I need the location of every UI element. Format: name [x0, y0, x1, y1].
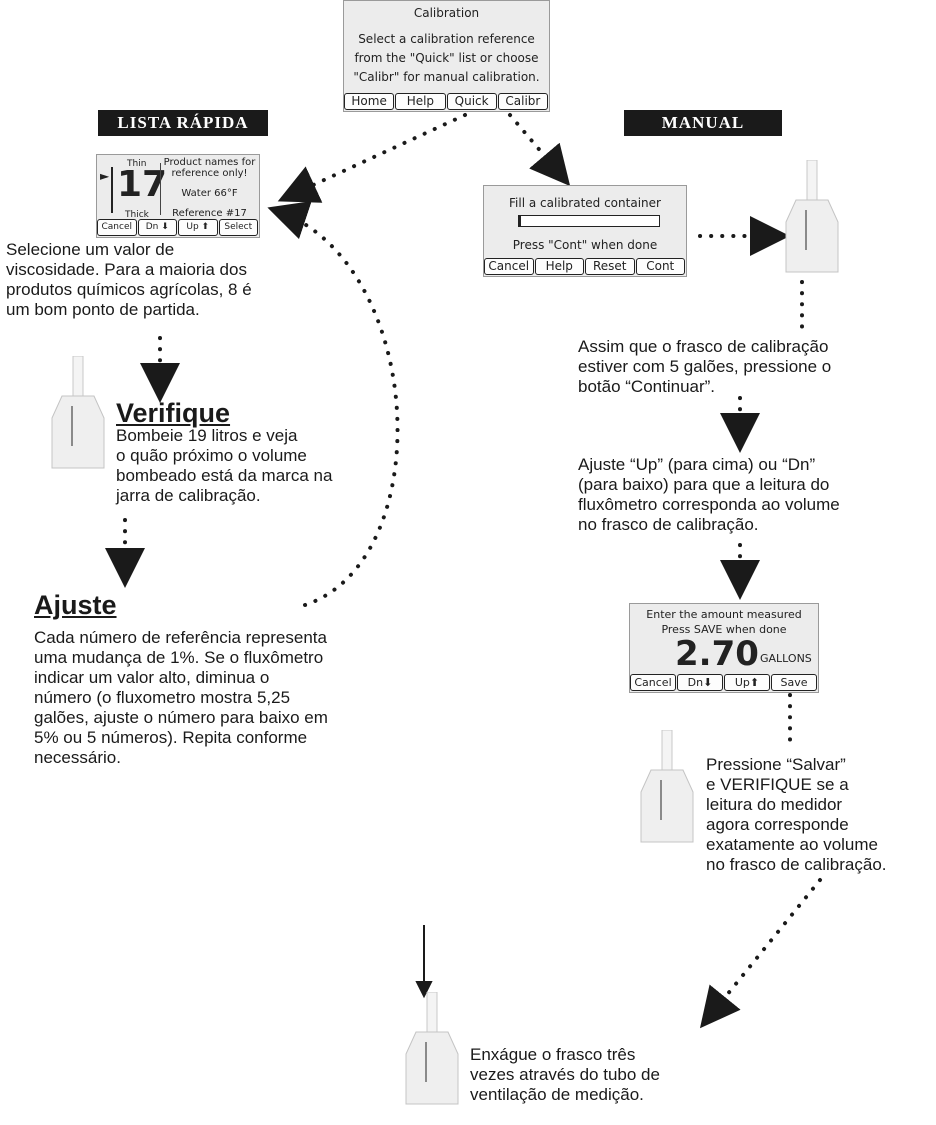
product-note-2: reference only! [171, 168, 248, 179]
text-line: Enxágue o frasco três [470, 1045, 636, 1064]
text-line: vezes através do tubo de [470, 1065, 660, 1084]
header-manual: MANUAL [624, 110, 782, 136]
text-line: no frasco de calibração. [578, 515, 759, 534]
calibration-line-3: "Calibr" for manual calibration. [353, 70, 540, 84]
adjust-text: Cada número de referência representa uma… [34, 628, 328, 768]
select-button[interactable]: Select [218, 219, 258, 236]
text-line: Cada número de referência representa [34, 628, 327, 647]
quick-button[interactable]: Quick [446, 93, 497, 110]
text-line: leitura do medidor [706, 795, 843, 814]
pointer-icon: ► [100, 169, 110, 183]
amount-line-1: Enter the amount measured [646, 608, 802, 621]
text-line: (para baixo) para que a leitura do [578, 475, 830, 494]
water-label: Water 66°F [181, 188, 238, 199]
text-line: Pressione “Salvar” [706, 755, 846, 774]
arrow-save-to-rinse [699, 878, 822, 1029]
select-viscosity-text: Selecione um valor de viscosidade. Para … [6, 240, 252, 320]
save-verify-text: Pressione “Salvar” e VERIFIQUE se a leit… [706, 755, 887, 875]
text-line: agora corresponde [706, 815, 849, 834]
help-button[interactable]: Help [534, 258, 584, 275]
amount-unit: GALLONS [760, 652, 812, 665]
fill-container-screen: Fill a calibrated container Press "Cont"… [483, 185, 687, 277]
text-line: Bombeie 19 litros e veja [116, 426, 298, 445]
calibration-jug-icon [640, 730, 694, 843]
calibration-jug-icon [51, 356, 105, 469]
text-line: 5% ou 5 números). Repita conforme [34, 728, 308, 747]
header-lista-rapida: LISTA RÁPIDA [98, 110, 268, 136]
arrow-calib-to-fill [508, 113, 571, 187]
quick-list-screen: Thin ► 17 Thick Product names for refere… [96, 154, 260, 238]
arrow-calib-to-quick [277, 113, 467, 203]
fill-progress [519, 216, 521, 226]
continue-text: Assim que o frasco de calibração estiver… [578, 337, 831, 397]
calibration-jug-icon [785, 160, 839, 273]
thin-label: Thin [127, 159, 147, 169]
help-button[interactable]: Help [395, 93, 446, 110]
text-line: bombeado está da marca na [116, 466, 333, 485]
home-button[interactable]: Home [344, 93, 395, 110]
verify-text: Bombeie 19 litros e veja o quão próximo … [116, 426, 332, 506]
text-line: um bom ponto de partida. [6, 300, 200, 319]
calibration-screen: Calibration Select a calibration referen… [343, 0, 550, 112]
text-line: indicar um valor alto, diminua o [34, 668, 270, 687]
text-line: o quão próximo o volume [116, 446, 307, 465]
adjust-title: Ajuste [34, 590, 117, 620]
divider [160, 163, 161, 215]
text-line: uma mudança de 1%. Se o fluxômetro [34, 648, 324, 667]
text-line: Assim que o frasco de calibração [578, 337, 829, 356]
text-line: Ajuste “Up” (para cima) ou “Dn” [578, 455, 816, 474]
cancel-button[interactable]: Cancel [97, 219, 137, 236]
reference-label: Reference #17 [172, 208, 247, 219]
arrow-down-head [415, 981, 433, 999]
calibration-jug-icon [405, 992, 459, 1105]
text-line: necessário. [34, 748, 121, 767]
arrow-adjust-loop [267, 201, 400, 607]
text-line: viscosidade. Para a maioria dos [6, 260, 247, 279]
fill-line-2: Press "Cont" when done [512, 238, 658, 252]
text-line: botão “Continuar”. [578, 377, 716, 396]
product-note-1: Product names for [163, 157, 256, 168]
viscosity-scale-icon [111, 167, 113, 213]
text-line: exatamente ao volume [706, 835, 878, 854]
calibration-title: Calibration [413, 6, 480, 20]
text-line: número (o fluxometro mostra 5,25 [34, 688, 291, 707]
text-line: e VERIFIQUE se a [706, 775, 849, 794]
text-line: galões, ajuste o número para baixo em [34, 708, 328, 727]
text-line: jarra de calibração. [116, 486, 261, 505]
verify-title: Verifique [116, 398, 231, 428]
cont-button[interactable]: Cont [635, 258, 685, 275]
amount-value: 2.70 [675, 634, 759, 674]
text-line: estiver com 5 galões, pressione o [578, 357, 832, 376]
text-line: ventilação de medição. [470, 1085, 644, 1104]
calibr-button[interactable]: Calibr [497, 93, 548, 110]
amount-line-2: Press SAVE when done [661, 623, 787, 636]
calibration-line-2: from the "Quick" list or choose [354, 51, 539, 65]
fill-line-1: Fill a calibrated container [509, 196, 661, 210]
thick-label: Thick [125, 210, 149, 220]
up-button[interactable]: Up ⬆ [178, 219, 218, 236]
dn-button[interactable]: Dn ⬇ [137, 219, 177, 236]
calibration-line-1: Select a calibration reference [358, 32, 535, 46]
rinse-text: Enxágue o frasco três vezes através do t… [470, 1045, 660, 1105]
enter-amount-screen: Enter the amount measured Press SAVE whe… [629, 603, 819, 693]
text-line: no frasco de calibração. [706, 855, 887, 874]
viscosity-value: 17 [117, 164, 168, 205]
save-button[interactable]: Save [771, 674, 817, 691]
text-line: fluxômetro corresponda ao volume [578, 495, 840, 514]
fill-progress-bar [518, 215, 660, 227]
adjust-up-dn-text: Ajuste “Up” (para cima) ou “Dn” (para ba… [578, 455, 840, 535]
text-line: produtos químicos agrícolas, 8 é [6, 280, 252, 299]
text-line: Selecione um valor de [6, 240, 175, 259]
dn-button[interactable]: Dn⬇ [677, 674, 723, 691]
up-button[interactable]: Up⬆ [724, 674, 770, 691]
cancel-button[interactable]: Cancel [484, 258, 534, 275]
reset-button[interactable]: Reset [585, 258, 635, 275]
cancel-button[interactable]: Cancel [630, 674, 676, 691]
